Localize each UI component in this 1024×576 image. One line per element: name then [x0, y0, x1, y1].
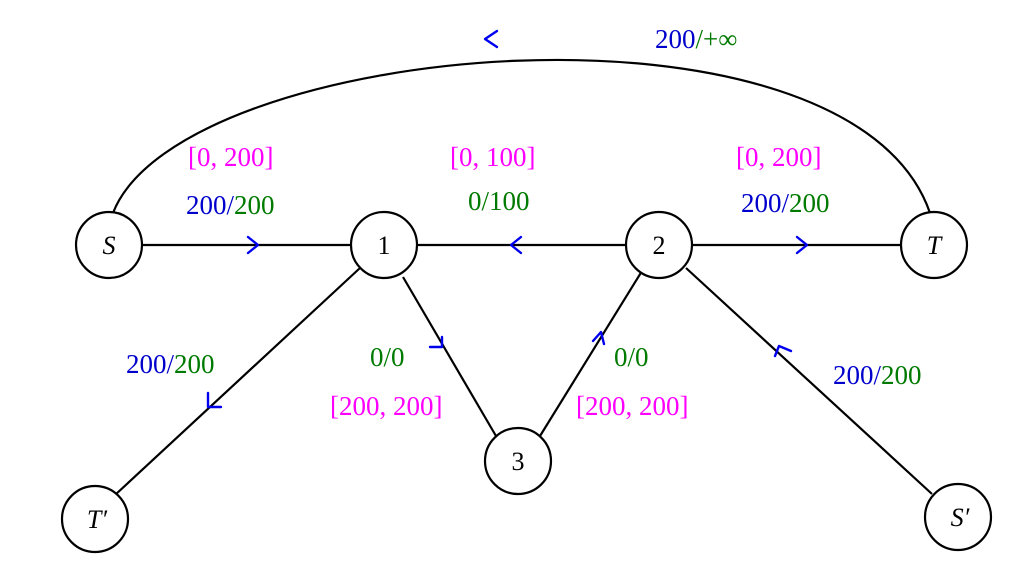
arrow-2-to-t-icon [795, 235, 809, 255]
edge-t-s-flow-label: 200/+∞ [655, 24, 738, 54]
arrow-3-to-2-icon [591, 330, 606, 346]
arrow-s-to-1-icon [246, 235, 260, 255]
arrow-1-to-tprime-icon [206, 391, 223, 409]
node-s: S [74, 210, 144, 280]
node-t-prime: T′ [60, 484, 130, 554]
node-s-prime: S′ [923, 482, 993, 552]
node-1-label: 1 [378, 231, 391, 260]
edge-sprime-2-flow-label: 200/200 [833, 360, 922, 390]
edge-t-s-arc [111, 58, 932, 214]
edge-1-tprime-flow-label: 200/200 [126, 349, 215, 379]
edge-3-2-bounds-label: [200, 200] [576, 391, 688, 421]
edge-s-1-bounds-label: [0, 200] [188, 142, 273, 172]
edge-2-1-flow-label: 0/100 [468, 186, 530, 216]
node-s-label: S [103, 231, 116, 260]
edge-2-1-bounds-label: [0, 100] [450, 142, 535, 172]
edge-1-tprime [114, 267, 361, 496]
edge-1-3-bounds-label: [200, 200] [330, 391, 442, 421]
node-3: 3 [483, 426, 553, 496]
arrow-2-to-1-icon [509, 235, 523, 255]
edge-sprime-2 [685, 267, 933, 495]
edge-3-2-flow-label: 0/0 [614, 342, 649, 372]
arrow-1-to-3-icon [428, 335, 444, 349]
arrow-t-to-s-icon [483, 29, 499, 49]
edge-2-t-flow-label: 200/200 [741, 188, 830, 218]
arrow-sprime-to-2-icon [773, 344, 793, 358]
node-2-label: 2 [653, 231, 666, 260]
edge-3-2 [539, 270, 643, 437]
node-2: 2 [624, 210, 694, 280]
node-3-label: 3 [512, 447, 525, 476]
edge-1-3-flow-label: 0/0 [370, 342, 405, 372]
edge-1-3 [402, 276, 497, 437]
node-1: 1 [349, 210, 419, 280]
edge-2-t-bounds-label: [0, 200] [736, 142, 821, 172]
edge-s-1-flow-label: 200/200 [186, 190, 275, 220]
node-s-prime-label: S′ [951, 503, 970, 532]
node-t-prime-label: T′ [87, 505, 107, 534]
node-t: T [899, 210, 969, 280]
node-t-label: T [927, 231, 943, 260]
